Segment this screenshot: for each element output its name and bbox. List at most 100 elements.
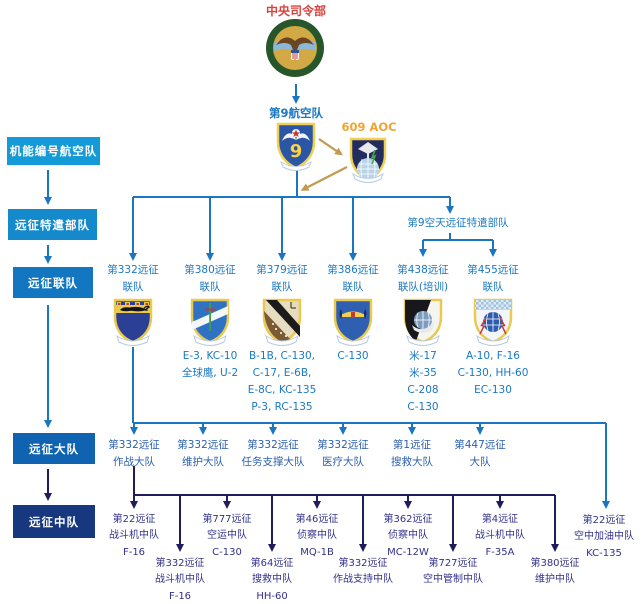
wing-label-line: 第380远征 [184,264,236,276]
wing-label-line: 第455远征 [467,264,519,276]
gold-exchange-arrows-icon [300,138,348,191]
rail-item-expeditionary-wing: 远征联队 [13,267,93,298]
squadron-label-line: 维护中队 [535,574,575,585]
rail-label: 远征特遣部队 [15,217,90,232]
wing-386-label: 第386远征 联队 [327,262,379,296]
aircraft-line: P-3, RC-135 [251,401,313,413]
group-label-line: 第332远征 [108,439,160,451]
squadron-label-line: 第332远征 [155,558,205,569]
aircraft-line: 全球鹰, U-2 [181,367,239,379]
wing-label-line: 第438远征 [397,264,449,276]
aircraft-line: 米-35 [409,367,437,379]
squadron-label-line: 搜救中队 [251,574,292,585]
wing-380-emblem-icon [188,297,232,353]
group-332-ops-label: 第332远征 作战大队 [108,437,160,471]
squadron-label-line: 第332远征 [338,558,388,569]
squadron-label-line: 第362远征 [383,514,433,525]
squadron-label-line: 第22远征 [582,515,626,526]
wing-386-emblem-icon [331,297,375,353]
squadron-64-rescue-label: 第64远征 搜救中队 [251,556,294,588]
group-label-line: 搜救大队 [391,456,433,468]
squadron-label-line: 第380远征 [530,558,580,569]
squadron-label-line: 第46远征 [295,514,339,525]
squadron-label-line: 侦察中队 [296,530,337,541]
wing-label-line: 第386远征 [327,264,379,276]
squadron-46-recon-aircraft: MQ-1B [300,547,334,558]
wing-label-line: 联队 [482,281,504,293]
group-332-medical-label: 第332远征 医疗大队 [317,437,369,471]
group-label-line: 医疗大队 [321,456,364,468]
squadron-label-line: 侦察中队 [388,530,428,541]
squadron-label-line: 战斗机中队 [155,574,205,585]
wing-438-emblem-icon [401,297,445,353]
aircraft-line: E-3, KC-10 [182,350,238,362]
wing-332-label: 第332远征 联队 [107,262,159,296]
aircraft-line: 米-17 [409,350,437,362]
squadron-label-line: 第777远征 [202,514,252,525]
squadron-22-fighter-aircraft: F-16 [122,547,146,558]
squadron-label-line: 第4远征 [481,514,519,525]
aircraft-line: C-130 [407,401,439,413]
blue-links [44,84,610,509]
group-1-rescue-label: 第1远征 搜救大队 [391,437,433,471]
aircraft-line: EC-130 [474,384,512,396]
wing-380-label: 第380远征 联队 [184,262,236,296]
squadron-362-recon-label: 第362远征 侦察中队 [383,512,432,544]
squadron-label-line: 第727远征 [428,558,478,569]
wing-332-emblem-icon [111,297,155,353]
group-label-line: 作战大队 [112,456,155,468]
group-label-line: 第332远征 [317,439,369,451]
group-label-line: 第332远征 [177,439,229,451]
wing-label-line: 联队 [122,281,144,293]
wing-379-emblem-icon [260,297,304,353]
group-label-line: 维护大队 [181,456,224,468]
taskforce-9aetf-label: 第9空天远征特遣部队 [407,217,509,229]
squadron-label-line: 作战支持中队 [333,574,393,585]
centcom-label: 中央司令部 [265,4,327,18]
wing-380-aircraft: E-3, KC-10 全球鹰, U-2 [182,348,238,382]
aircraft-line: C-17, E-6B, [252,367,312,379]
rail-label: 远征中队 [29,514,79,529]
wing-379-label: 第379远征 联队 [256,262,308,296]
aircraft-line: C-130, HH-60 [457,367,529,379]
group-447-label: 第447远征 大队 [454,437,506,471]
aircraft-line: C-208 [407,384,439,396]
squadron-332-fighter-label: 第332远征 战斗机中队 [155,556,205,588]
squadron-22-refueling-aircraft: KC-135 [586,548,622,559]
squadron-362-recon-aircraft: MC-12W [387,547,429,558]
svg-text:9: 9 [290,141,303,162]
wing-455-label: 第455远征 联队 [467,262,519,296]
wing-438-aircraft: 米-17 米-35 C-208 C-130 [407,348,438,416]
squadron-label-line: 第22远征 [112,514,156,525]
group-332-mission-support-label: 第332远征 任务支撑大队 [242,437,305,471]
squadron-777-airlift-label: 第777远征 空运中队 [202,512,251,544]
aircraft-line: E-8C, KC-135 [247,384,317,396]
wing-386-aircraft: C-130 [337,348,368,365]
aircraft-line: B-1B, C-130, [248,350,316,362]
wing-379-aircraft: B-1B, C-130, C-17, E-6B, E-8C, KC-135 P-… [248,348,317,416]
ninth-af-label: 第9航空队 [268,106,324,120]
aoc-609-label: 609 AOC [341,120,397,134]
group-label-line: 第447远征 [454,439,506,451]
squadron-380-maintenance-label: 第380远征 维护中队 [530,556,579,588]
squadron-22-refueling-label: 第22远征 空中加油中队 [574,513,634,545]
squadron-label-line: 空中加油中队 [574,531,634,542]
squadron-22-fighter-label: 第22远征 战斗机中队 [109,512,159,544]
rail-label: 机能编号航空队 [9,144,98,158]
rail-item-expeditionary-task-force: 远征特遣部队 [8,209,97,240]
squadron-label-line: 第64远征 [250,558,294,569]
navy-links [44,466,559,552]
squadron-332-fighter-aircraft: F-16 [168,591,192,602]
wing-455-aircraft: A-10, F-16 C-130, HH-60 EC-130 [458,348,529,399]
squadron-777-airlift-aircraft: C-130 [212,547,242,558]
group-label-line: 大队 [469,456,491,468]
group-label-line: 任务支撑大队 [241,456,305,468]
wing-438-label: 第438远征 联队(培训) [397,262,449,296]
rail-item-numbered-air-force: 机能编号航空队 [7,137,100,165]
wing-label-line: 联队 [199,281,221,293]
squadron-727-air-control-label: 第727远征 空中管制中队 [423,556,483,588]
squadron-label-line: 战斗机中队 [109,530,159,541]
rail-item-expeditionary-squadron: 远征中队 [13,505,95,538]
centcom-seal-icon [264,17,326,83]
